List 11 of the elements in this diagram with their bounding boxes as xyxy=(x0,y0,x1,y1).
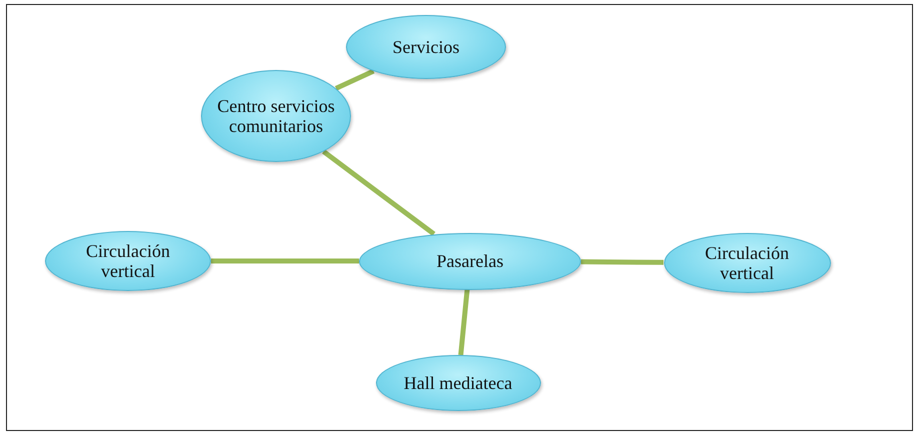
node-label: Hall mediateca xyxy=(404,372,512,394)
node-label: Pasarelas xyxy=(436,250,504,272)
connector-line xyxy=(322,150,436,236)
connector-line xyxy=(334,68,375,91)
node-label: Circulación vertical xyxy=(85,240,171,282)
connector-line xyxy=(580,259,664,265)
node-label: Servicios xyxy=(392,36,460,58)
node-label: Centro servicios comunitarios xyxy=(216,96,336,136)
node-label: Circulación vertical xyxy=(704,242,790,284)
connector-line xyxy=(211,258,359,264)
connector-line xyxy=(458,289,470,356)
